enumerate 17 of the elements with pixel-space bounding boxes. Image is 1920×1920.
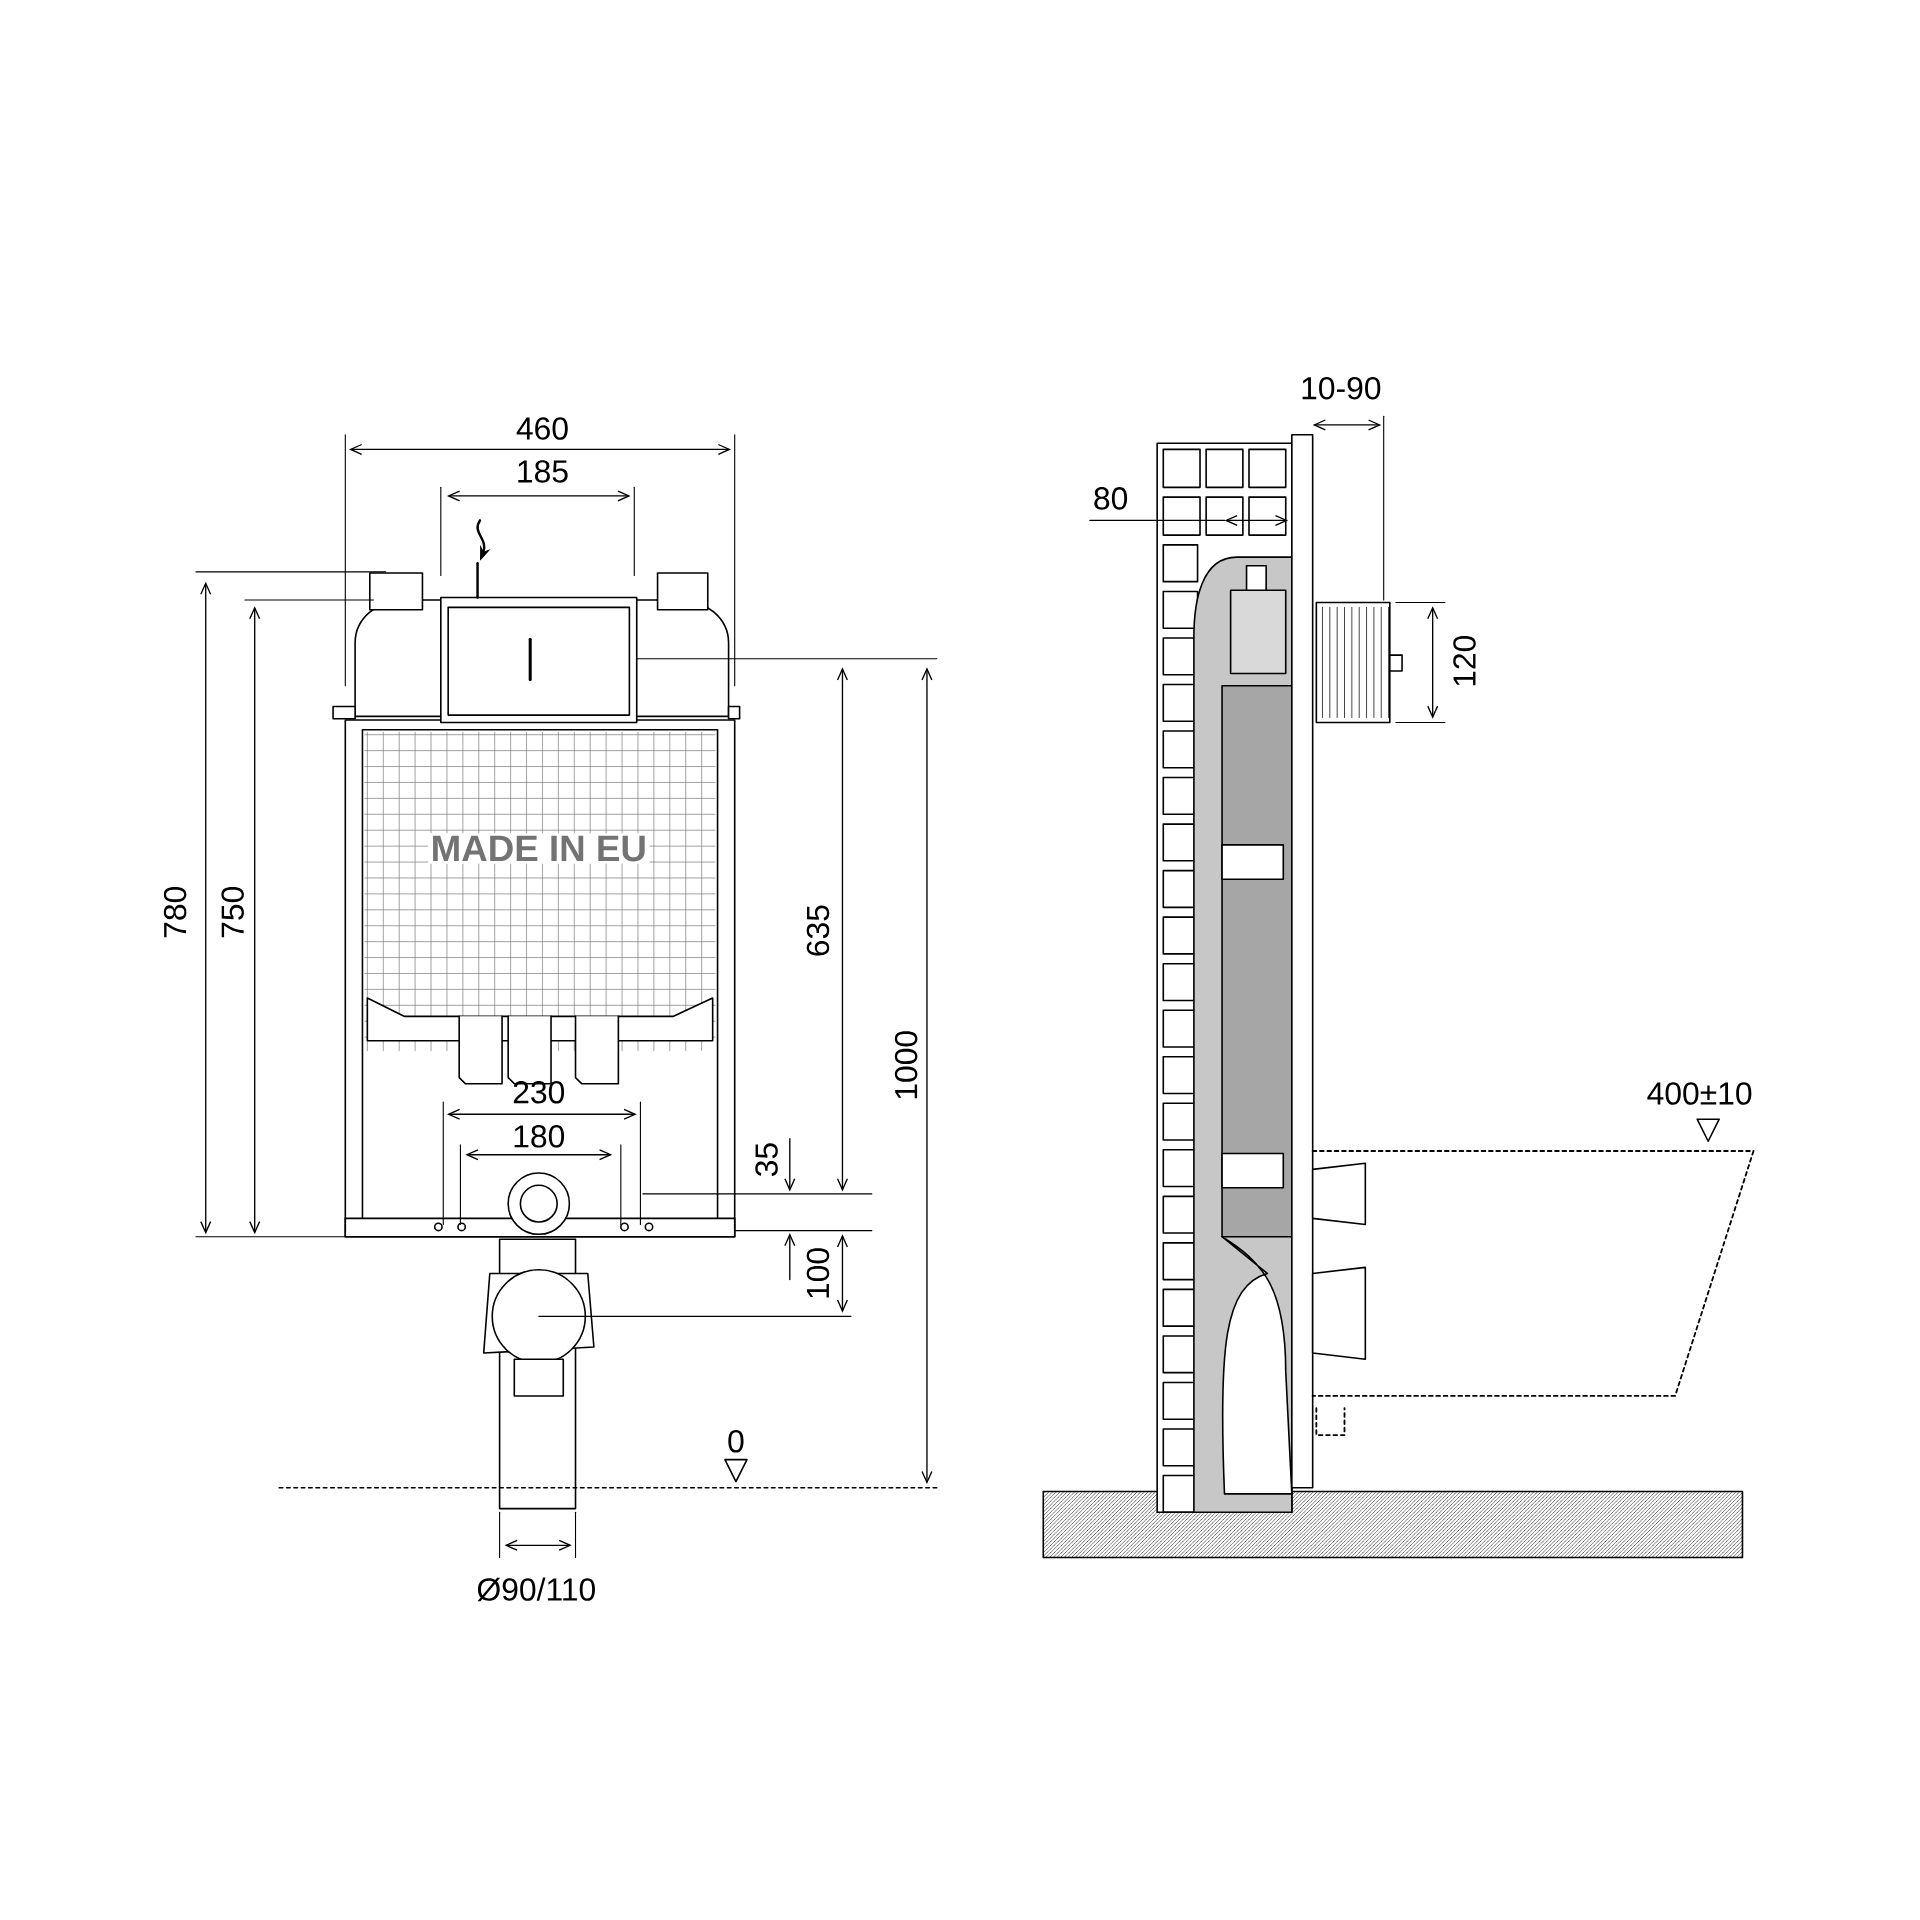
dimension-label: 10-90 — [1302, 376, 1381, 400]
dimension-label: 80 — [1094, 487, 1128, 510]
dimension-label: 400±10 — [1647, 1082, 1752, 1105]
dimension-label: 1000 — [894, 1031, 918, 1099]
dimension-label: 0 — [728, 1429, 744, 1453]
dimension-label: 230 — [513, 1081, 565, 1104]
dimension-label: 185 — [518, 460, 568, 483]
dimension-label: 180 — [514, 1125, 565, 1148]
dimension-label: 120 — [1453, 635, 1476, 686]
dimension-label: 750 — [221, 886, 244, 938]
dimension-label: 460 — [516, 417, 568, 440]
dimension-label: 780 — [163, 886, 187, 938]
dimension-label: 35 — [755, 1143, 778, 1177]
embossed-text: MADE IN EU — [428, 833, 650, 864]
dimension-label: Ø90/110 — [477, 1577, 595, 1602]
dimension-label: 100 — [806, 1248, 830, 1298]
dimension-label: 635 — [806, 905, 830, 956]
